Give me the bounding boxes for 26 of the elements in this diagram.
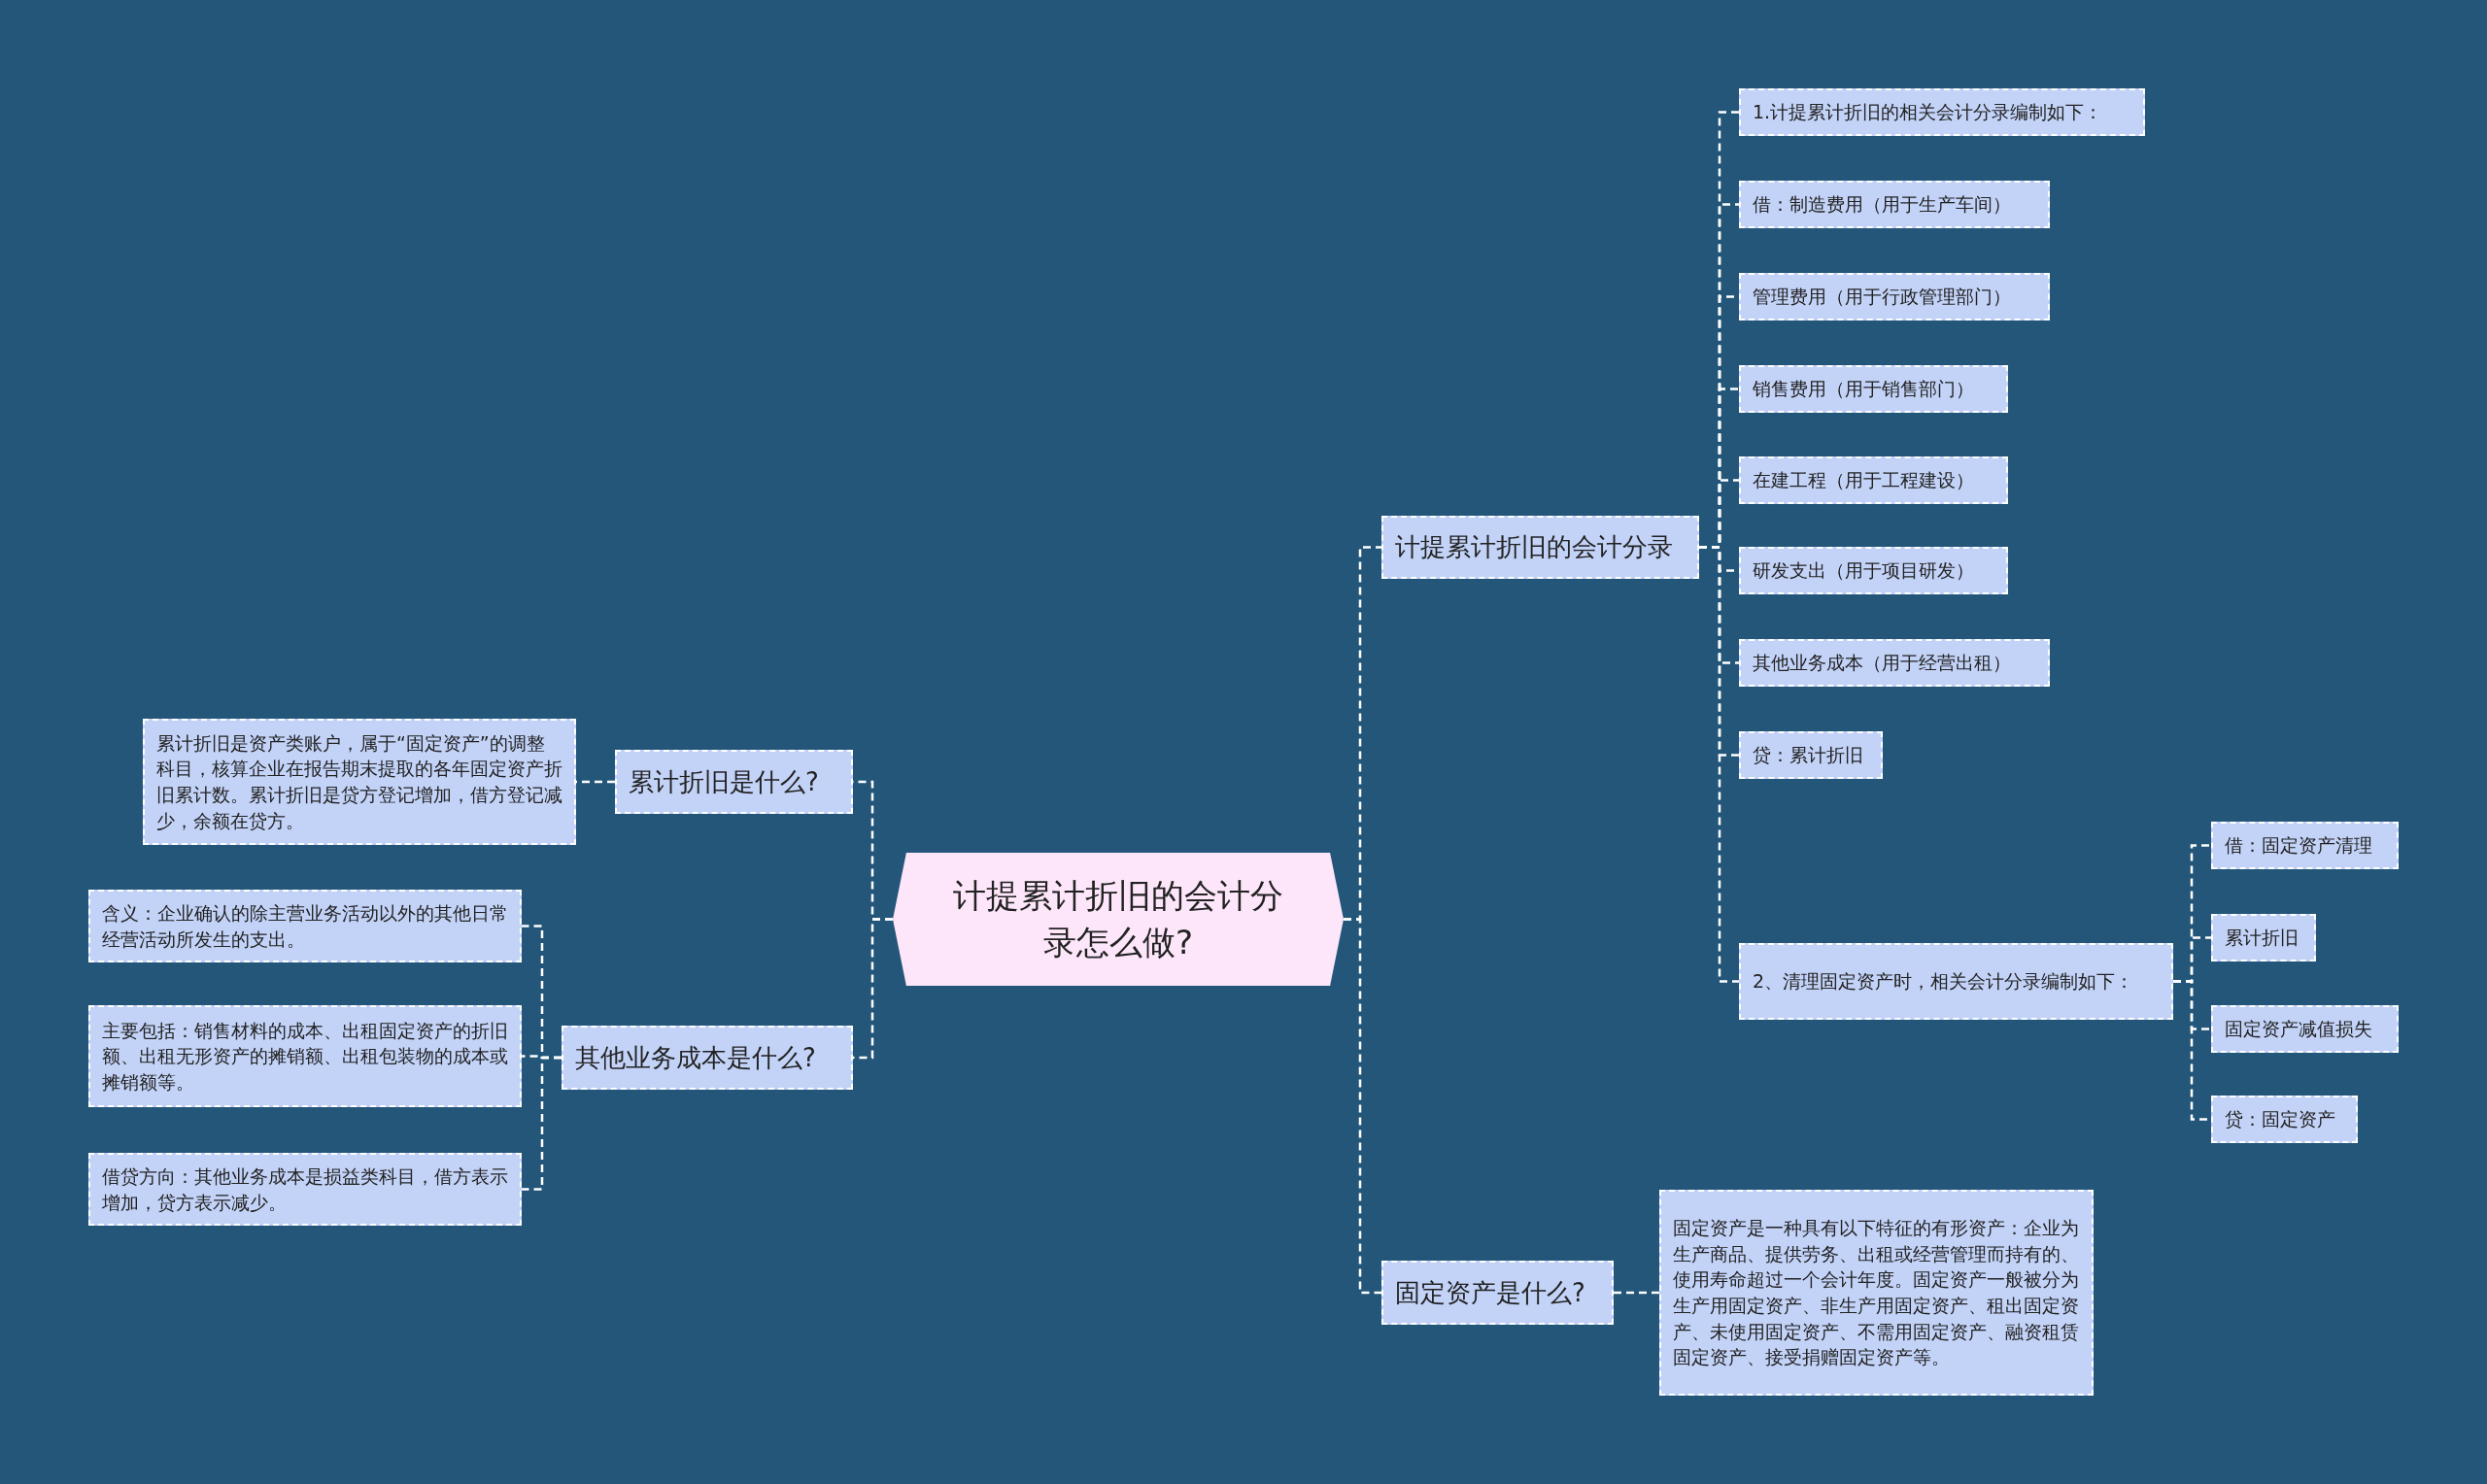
leaf-box: 销售费用（用于销售部门） xyxy=(1739,365,2008,413)
leaf-box: 研发支出（用于项目研发） xyxy=(1739,547,2008,594)
leaf-box: 含义：企业确认的除主营业务活动以外的其他日常经营活动所发生的支出。 xyxy=(88,890,522,962)
leaf-box: 贷：固定资产 xyxy=(2211,1096,2358,1143)
leaf-box: 贷：累计折旧 xyxy=(1739,731,1883,779)
connector-line xyxy=(1699,546,1739,983)
leaf-box: 1.计提累计折旧的相关会计分录编制如下： xyxy=(1739,88,2145,136)
leaf-box: 借：固定资产清理 xyxy=(2211,822,2399,869)
leaf-box: 借：制造费用（用于生产车间） xyxy=(1739,181,2050,228)
leaf-box: 在建工程（用于工程建设） xyxy=(1739,456,2008,504)
leaf-box: 借贷方向：其他业务成本是损益类科目，借方表示增加，贷方表示减少。 xyxy=(88,1153,522,1226)
branch-box: 其他业务成本是什么? xyxy=(562,1026,853,1090)
leaf-box: 管理费用（用于行政管理部门） xyxy=(1739,273,2050,320)
leaf-box: 累计折旧是资产类账户，属于“固定资产”的调整科目，核算企业在报告期末提取的各年固定资产折旧累计数。累计折旧是贷方登记增加，借方登记减少，余额在贷方。 xyxy=(143,719,576,845)
leaf-box: 固定资产减值损失 xyxy=(2211,1005,2399,1053)
connector-line xyxy=(1614,1291,1659,1295)
connector-line xyxy=(1344,918,1381,1295)
connector-line xyxy=(522,1056,562,1191)
leaf-box: 固定资产是一种具有以下特征的有形资产：企业为生产商品、提供劳务、出租或经营管理而持有的、使用寿命超过一个会计年度。固定资产一般被分为生产用固定资产、非生产用固定资产、租出固定资产、未使用固定资产、不需用固定资产、融资租赁固定资产、接受捐赠固定资产等。 xyxy=(1659,1190,2094,1396)
leaf-box: 其他业务成本（用于经营出租） xyxy=(1739,639,2050,687)
branch-box: 计提累计折旧的会计分录 xyxy=(1381,516,1699,579)
leaf-box: 累计折旧 xyxy=(2211,914,2316,961)
branch-box: 固定资产是什么? xyxy=(1381,1261,1614,1325)
leaf-box: 主要包括：销售材料的成本、出租固定资产的折旧额、出租无形资产的摊销额、出租包装物的成本或摊销额等。 xyxy=(88,1005,522,1107)
branch-box: 累计折旧是什么? xyxy=(615,750,853,814)
leaf-box: 2、清理固定资产时，相关会计分录编制如下： xyxy=(1739,943,2173,1020)
